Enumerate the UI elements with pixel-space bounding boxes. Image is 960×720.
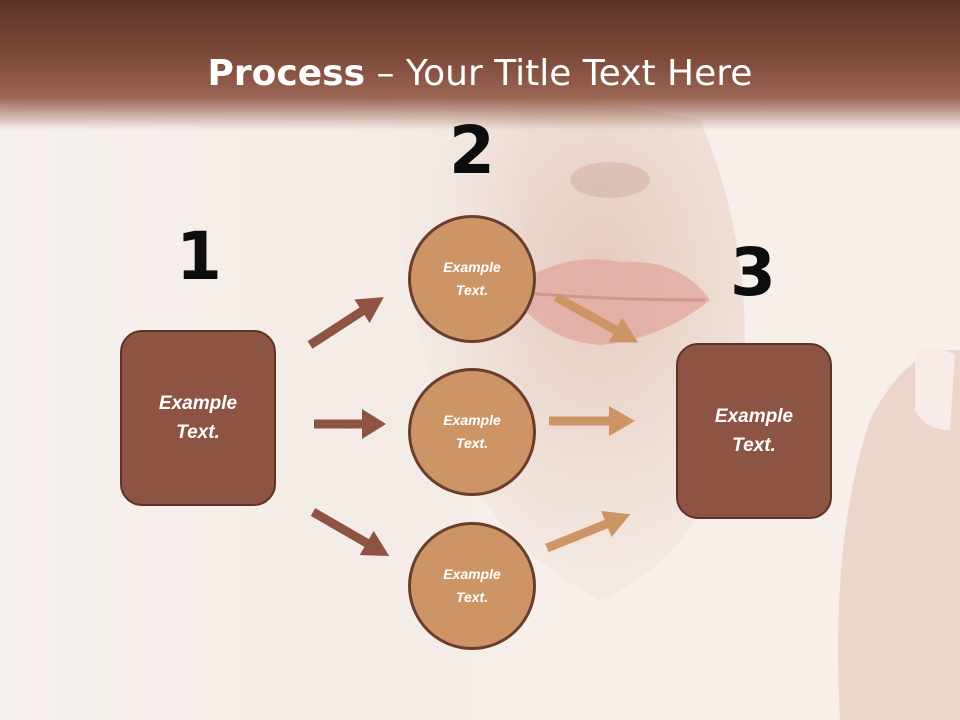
circle-bottom-text: Example Text. <box>443 566 501 605</box>
step-box-1-text: Example Text. <box>158 393 238 443</box>
arrow-1-to-middle <box>314 409 386 439</box>
title-rest: – Your Title Text Here <box>365 53 753 94</box>
step-number-1: 1 <box>176 218 222 295</box>
circle-middle: Example Text. <box>408 368 536 496</box>
arrow-middle-to-3 <box>549 406 635 436</box>
step-number-3: 3 <box>730 234 776 311</box>
title-bold: Process <box>207 53 366 94</box>
circle-middle-text: Example Text. <box>443 412 501 451</box>
arrow-top-to-3 <box>553 293 639 343</box>
arrow-1-to-top <box>307 297 384 349</box>
arrow-1-to-bottom <box>310 508 390 556</box>
step-number-2: 2 <box>449 112 495 189</box>
step-box-3-text: Example Text. <box>714 406 794 456</box>
circle-top-text: Example Text. <box>443 259 501 298</box>
slide-title: Process – Your Title Text Here <box>0 52 960 96</box>
step-box-3: Example Text. <box>676 343 832 519</box>
circle-top: Example Text. <box>408 215 536 343</box>
arrow-bottom-to-3 <box>545 511 631 553</box>
header-band <box>0 0 960 130</box>
step-box-1: Example Text. <box>120 330 276 506</box>
circle-bottom: Example Text. <box>408 522 536 650</box>
